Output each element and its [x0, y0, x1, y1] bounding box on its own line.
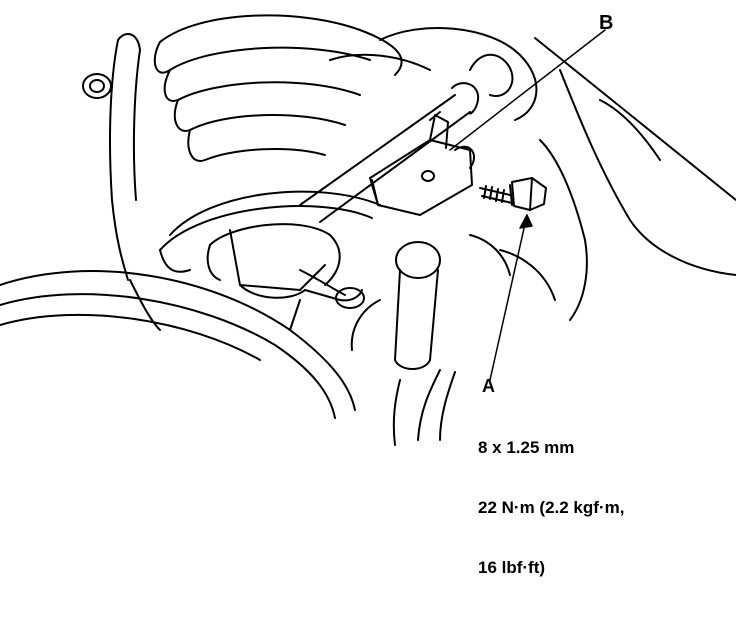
- callout-label-b: B: [599, 12, 614, 34]
- flange-bolt-a: [479, 177, 547, 211]
- spec-torque-metric: 22 N·m (2.2 kgf·m,: [478, 498, 625, 517]
- coil-spring: [153, 14, 403, 162]
- diagram-canvas: B A 8 x 1.25 mm 22 N·m (2.2 kgf·m, 16 lb…: [0, 12, 736, 577]
- lower-left-tube: [129, 279, 456, 446]
- hub-assembly: [206, 223, 365, 309]
- bracket-b: [369, 114, 475, 216]
- lower-strut: [350, 241, 441, 370]
- wheel-arc: [0, 270, 356, 419]
- suspension-illustration: [0, 14, 736, 446]
- spec-torque-imperial: 16 lbf·ft): [478, 558, 546, 577]
- dust-shield: [159, 190, 381, 273]
- leader-line-a: [489, 214, 528, 381]
- arrowhead-a: [519, 214, 533, 229]
- leader-line-b: [449, 29, 606, 151]
- spec-thread-size: 8 x 1.25 mm: [478, 438, 575, 457]
- stabilizer-bar: [299, 82, 480, 223]
- bolt-spec-text: 8 x 1.25 mm 22 N·m (2.2 kgf·m, 16 lbf·ft…: [478, 398, 624, 618]
- right-frame: [469, 37, 736, 321]
- upper-left-bracket: [82, 33, 141, 281]
- callout-label-a: A: [482, 376, 495, 396]
- leader-lines: [449, 29, 606, 381]
- upper-mount: [329, 27, 538, 121]
